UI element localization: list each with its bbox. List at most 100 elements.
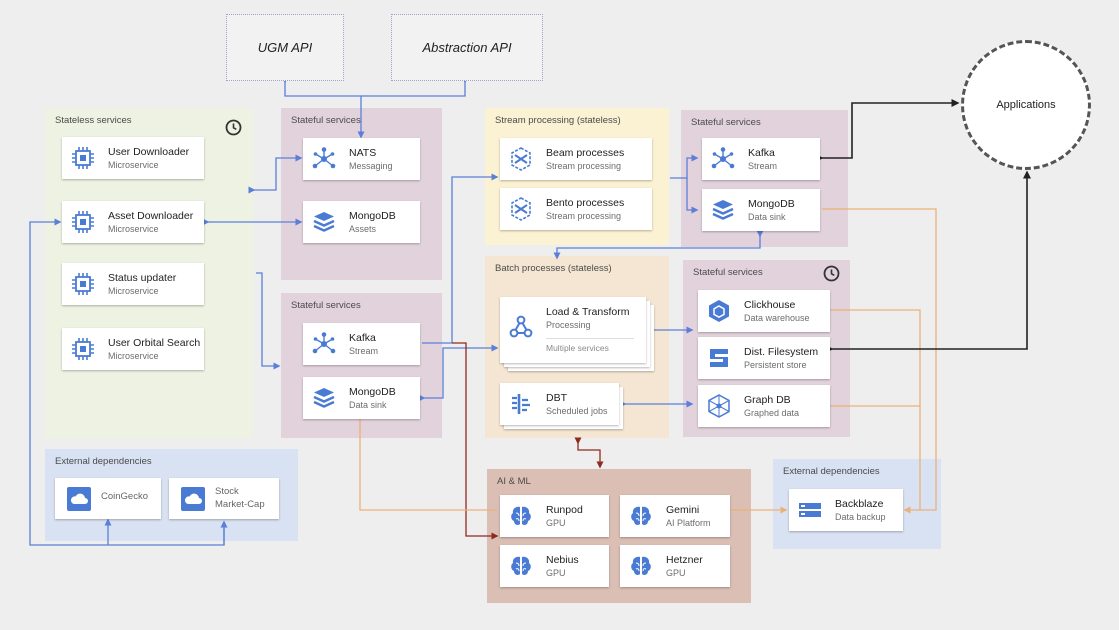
brain-icon xyxy=(511,556,531,575)
card-subtitle: Stream processing xyxy=(546,211,622,221)
card-subtitle: GPU xyxy=(546,518,566,528)
card-mongodb-data-sink: MongoDB Data sink xyxy=(303,377,420,419)
group-title: External dependencies xyxy=(783,466,880,477)
card-title: Status updater xyxy=(108,272,177,284)
graph-icon xyxy=(708,394,730,418)
line-mongodb-stream-backup xyxy=(822,208,937,514)
card-subtitle: GPU xyxy=(546,568,566,578)
card-title: Graph DB xyxy=(744,394,791,406)
card-dbt: DBT Scheduled jobs xyxy=(500,383,619,425)
brain-icon xyxy=(511,506,531,525)
card-subtitle: Scheduled jobs xyxy=(546,406,608,416)
group-title: Stateful services xyxy=(291,115,361,126)
line-filesystem-applications xyxy=(825,170,1031,353)
database-stack-icon xyxy=(313,212,335,232)
chip-icon xyxy=(72,273,94,295)
cloud-icon xyxy=(181,486,205,511)
card-backblaze: Backblaze Data backup xyxy=(789,489,903,531)
card-subtitle: Microservice xyxy=(108,351,159,361)
card-title: Beam processes xyxy=(546,147,625,159)
server-icon xyxy=(799,503,821,517)
card-title: User Orbital Search xyxy=(108,337,201,349)
card-title: Dist. Filesystem xyxy=(744,346,819,358)
abstraction-api-label: Abstraction API xyxy=(422,40,512,55)
card-title: Kafka xyxy=(748,147,775,159)
line-status-kafka xyxy=(256,272,281,370)
card-divider xyxy=(546,338,634,339)
card-title: NATS xyxy=(349,147,377,159)
card-subtitle: AI Platform xyxy=(666,518,711,528)
card-load-transform: Load & Transform Processing Multiple ser… xyxy=(500,297,646,363)
card-nats: NATS Messaging xyxy=(303,138,420,180)
beam-icon xyxy=(511,197,531,221)
cloud-icon xyxy=(67,486,91,511)
line-mongodb-backup xyxy=(359,418,497,511)
card-subtitle: Processing xyxy=(546,320,591,330)
card-subtitle: Data backup xyxy=(835,512,886,522)
abstraction-api-box: Abstraction API xyxy=(391,14,543,81)
card-note: Multiple services xyxy=(546,343,609,353)
group-title: Stateful services xyxy=(291,300,361,311)
card-subtitle: Stream xyxy=(349,346,379,356)
card-dist-filesystem: Dist. Filesystem Persistent store xyxy=(698,337,830,379)
transform-icon xyxy=(509,315,533,338)
group-title: Stateless services xyxy=(55,115,132,126)
hub-icon xyxy=(312,147,336,169)
brain-icon xyxy=(631,506,651,525)
card-bento-processes: Bento processes Stream processing xyxy=(500,188,652,230)
card-subtitle: Data warehouse xyxy=(744,313,810,323)
line-stateless-nats xyxy=(248,154,303,194)
card-kafka-stream-right: Kafka Stream xyxy=(702,138,820,180)
card-asset-downloader: Asset Downloader Microservice xyxy=(62,201,204,243)
ugm-api-box: UGM API xyxy=(226,14,344,81)
card-runpod: Runpod GPU xyxy=(500,495,609,537)
card-coingecko: CoinGecko xyxy=(55,478,161,519)
brain-icon xyxy=(631,556,651,575)
database-stack-icon xyxy=(712,200,734,220)
card-subtitle: Data sink xyxy=(748,212,786,222)
clock-icon xyxy=(823,265,840,282)
card-subtitle: Graphed data xyxy=(744,408,800,418)
hub-icon xyxy=(711,147,735,169)
card-subtitle: Data sink xyxy=(349,400,387,410)
line-kafka-aiml xyxy=(452,342,499,540)
chip-icon xyxy=(72,211,94,233)
card-title: DBT xyxy=(546,392,567,404)
card-subtitle: GPU xyxy=(666,568,686,578)
group-title: Batch processes (stateless) xyxy=(495,263,612,274)
card-subtitle: Stream xyxy=(748,161,778,171)
line-kafka-beam xyxy=(422,173,499,344)
card-subtitle: Stream processing xyxy=(546,161,622,171)
clock-icon xyxy=(225,119,242,136)
card-title: Load & Transform xyxy=(546,306,630,318)
card-title: User Downloader xyxy=(108,146,190,158)
beam-icon xyxy=(511,147,531,171)
line-batch-aiml xyxy=(574,437,604,469)
line-abstraction-to-nats xyxy=(357,76,469,139)
line-kafka-applications xyxy=(815,99,960,162)
database-stack-icon xyxy=(313,388,335,408)
chip-icon xyxy=(72,147,94,169)
card-title: Kafka xyxy=(349,332,376,344)
card-beam-processes: Beam processes Stream processing xyxy=(500,138,652,180)
hub-icon xyxy=(312,332,336,354)
card-subtitle: Market-Cap xyxy=(215,499,265,510)
applications-label: Applications xyxy=(996,99,1056,111)
card-mongodb-data-sink-right: MongoDB Data sink xyxy=(702,189,820,231)
card-user-downloader: User Downloader Microservice xyxy=(62,137,204,179)
card-title: Asset Downloader xyxy=(108,210,194,222)
card-subtitle: Microservice xyxy=(108,286,159,296)
card-user-orbital-search: User Orbital Search Microservice xyxy=(62,328,204,370)
group-title: Stateful services xyxy=(693,267,763,278)
card-title: CoinGecko xyxy=(101,491,148,502)
line-ugm-to-nats xyxy=(281,76,361,97)
card-subtitle: Assets xyxy=(349,224,377,234)
line-batch-mongodb xyxy=(418,344,499,402)
card-gemini: Gemini AI Platform xyxy=(620,495,730,537)
card-subtitle: Persistent store xyxy=(744,360,807,370)
group-title: AI & ML xyxy=(497,476,531,487)
line-clickhouse-backup xyxy=(830,309,921,510)
card-nebius: Nebius GPU xyxy=(500,545,609,587)
